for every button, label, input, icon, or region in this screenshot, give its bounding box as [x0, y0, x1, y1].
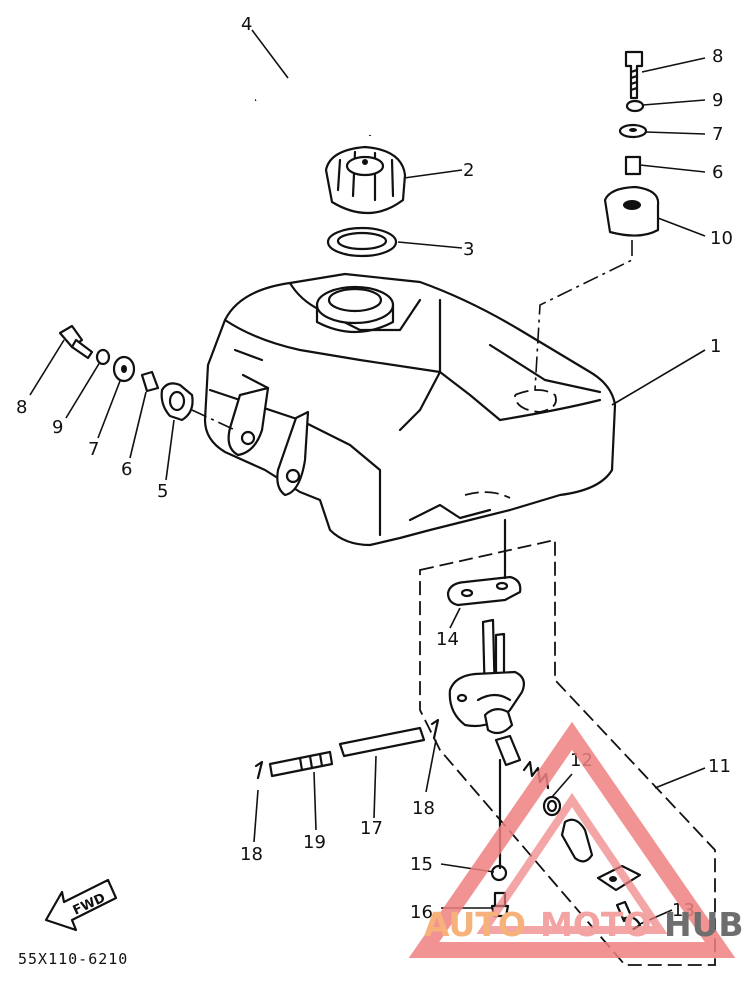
callout-6-side: 6	[121, 459, 132, 480]
callout-9-side: 9	[52, 417, 63, 438]
callout-17: 17	[360, 818, 383, 839]
callout-4: 4	[241, 14, 252, 35]
rear-mount-hardware	[534, 50, 660, 391]
callout-14: 14	[436, 629, 459, 650]
fuel-cap	[324, 145, 407, 215]
callout-3: 3	[463, 239, 474, 260]
callout-16: 16	[410, 902, 433, 923]
watermark-auto: AUTO	[424, 905, 526, 944]
fuel-pipe-parts	[254, 718, 440, 780]
watermark-moto: MOTO	[540, 905, 651, 944]
callout-18-right: 18	[412, 798, 435, 819]
callout-8-top: 8	[712, 46, 723, 67]
watermark-hub: HUB	[664, 905, 744, 944]
callout-15: 15	[410, 854, 433, 875]
callout-5: 5	[157, 481, 168, 502]
side-mount-hardware	[58, 324, 236, 431]
callout-9-top: 9	[712, 90, 723, 111]
callout-7-top: 7	[712, 124, 723, 145]
forward-direction-arrow: FWD	[44, 878, 118, 932]
callout-19: 19	[303, 832, 326, 853]
breather-hose	[254, 65, 373, 137]
drawing-code: 55X110-6210	[18, 950, 128, 968]
callout-1: 1	[710, 336, 721, 357]
callout-7-side: 7	[88, 439, 99, 460]
callout-labels: 4 8 9 7 2 6 10 3 1 8 9 7 6 5 14 12 11 18…	[16, 14, 733, 923]
callout-6-top: 6	[712, 162, 723, 183]
callout-2: 2	[463, 160, 474, 181]
callout-18-left: 18	[240, 844, 263, 865]
cap-gasket	[326, 226, 398, 258]
callout-8-side: 8	[16, 397, 27, 418]
fuel-tank	[203, 272, 617, 547]
watermark: AUTO MOTO HUB	[408, 721, 744, 958]
callout-10: 10	[710, 228, 733, 249]
leader-lines	[29, 29, 706, 925]
callout-11: 11	[708, 756, 731, 777]
